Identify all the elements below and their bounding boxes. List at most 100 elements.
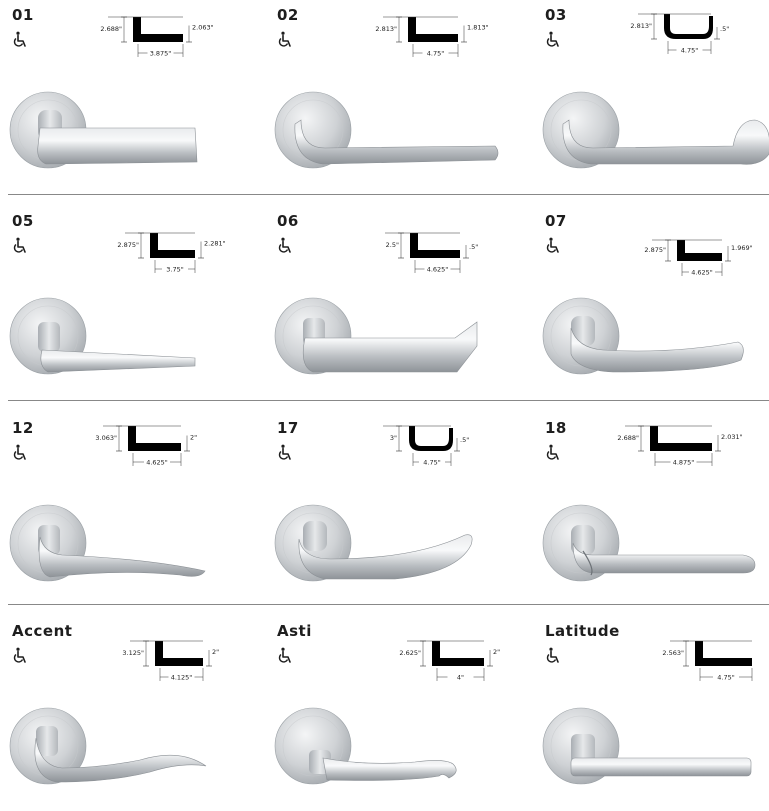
wheelchair-icon: [546, 647, 559, 663]
lever-handle-image: [542, 297, 744, 375]
wheelchair-icon: [546, 31, 559, 47]
lever-handle-image: [542, 91, 769, 169]
lever-profile-diagram: 2.5" .5" 4.625": [385, 232, 478, 274]
lever-profile-diagram: 3.125"2"4.125": [122, 640, 219, 682]
lever-handle-image: [9, 504, 206, 582]
tip-dimension: .5": [460, 436, 469, 444]
model-number: 05: [12, 212, 34, 230]
profile-shape: [408, 17, 458, 42]
wheelchair-icon: [278, 647, 291, 663]
height-dimension: 2.5": [386, 241, 399, 249]
length-dimension: 3.875": [150, 50, 172, 58]
lever-profile-diagram: 2.875" 2.281" 3.75": [117, 232, 226, 274]
tip-dimension: .5": [720, 25, 729, 33]
lever-profile-diagram: 2.625" 2" 4": [399, 640, 500, 682]
length-dimension: 4.75": [423, 459, 440, 467]
lever-handle-image: [542, 504, 756, 582]
lever-profile-diagram: 2.688" 2.063" 3.875": [100, 16, 214, 58]
height-dimension: 2.875": [117, 241, 139, 249]
lever-handle-image: [9, 707, 207, 785]
wheelchair-icon: [13, 31, 26, 47]
length-dimension: 4.75": [681, 47, 698, 55]
lever-handle-image: [9, 297, 196, 375]
model-number: 07: [545, 212, 567, 230]
product-card: 05 2.875" 2.281" 3.75": [0, 206, 256, 401]
profile-shape: [650, 426, 712, 451]
profile-shape: [677, 240, 722, 261]
profile-shape: [128, 426, 181, 451]
lever-profile-diagram: 3" .5" 4.75": [383, 425, 469, 467]
lever-profile-diagram: 2.813"1.813"4.75": [375, 16, 489, 58]
product-card: 18 2.688"2.031"4.875": [533, 413, 769, 608]
wheelchair-icon: [13, 444, 26, 460]
lever-handle-image: [274, 504, 473, 582]
profile-shape: [155, 641, 203, 666]
length-dimension: 4": [457, 674, 464, 682]
profile-shape: [432, 641, 484, 666]
product-card: Latitude 2.563" 4.75": [533, 616, 769, 811]
height-dimension: 2.875": [644, 246, 666, 254]
height-dimension: 2.813": [630, 22, 652, 30]
tip-dimension: 1.813": [467, 24, 489, 32]
wheelchair-icon: [546, 237, 559, 253]
profile-shape: [664, 14, 713, 39]
product-card: 06 2.5" .5" 4.625": [265, 206, 521, 401]
product-card: 07 2.875" 1.969" 4.625": [533, 206, 769, 401]
model-number: Accent: [12, 622, 73, 640]
product-card: Asti 2.625" 2" 4": [265, 616, 521, 811]
profile-shape: [410, 233, 460, 258]
model-number: Asti: [277, 622, 312, 640]
model-number: 06: [277, 212, 299, 230]
wheelchair-icon: [278, 31, 291, 47]
lever-handle-image: [274, 297, 478, 375]
lever-profile-diagram: 2.688"2.031"4.875": [617, 425, 743, 467]
profile-shape: [695, 641, 752, 666]
product-card: 01 2.688" 2.063" 3.875": [0, 0, 256, 195]
model-number: 01: [12, 6, 34, 24]
profile-shape: [133, 17, 183, 42]
length-dimension: 3.75": [166, 266, 183, 274]
height-dimension: 2.688": [617, 434, 639, 442]
tip-dimension: 2.281": [204, 240, 226, 248]
height-dimension: 3": [390, 434, 397, 442]
model-number: 17: [277, 419, 299, 437]
length-dimension: 4.75": [427, 50, 444, 58]
tip-dimension: 2": [190, 434, 197, 442]
lever-profile-diagram: 2.813" .5" 4.75": [630, 13, 729, 55]
product-card: 03 2.813" .5" 4.75": [533, 0, 769, 195]
model-number: 03: [545, 6, 567, 24]
tip-dimension: 2": [493, 648, 500, 656]
lever-handle-image: [274, 91, 499, 169]
wheelchair-icon: [546, 444, 559, 460]
length-dimension: 4.625": [691, 269, 713, 277]
tip-dimension: 1.969": [731, 244, 753, 252]
height-dimension: 3.125": [122, 649, 144, 657]
lever-handle-image: [542, 707, 752, 785]
model-number: Latitude: [545, 622, 620, 640]
length-dimension: 4.875": [673, 459, 695, 467]
tip-dimension: 2.063": [192, 24, 214, 32]
model-number: 12: [12, 419, 34, 437]
row-divider-1: [8, 194, 769, 195]
height-dimension: 2.563": [662, 649, 684, 657]
lever-profile-diagram: 3.063"2"4.625": [95, 425, 197, 467]
lever-handle-image: [274, 707, 457, 785]
wheelchair-icon: [13, 237, 26, 253]
height-dimension: 2.688": [100, 25, 122, 33]
lever-profile-diagram: 2.875" 1.969" 4.625": [644, 239, 753, 277]
wheelchair-icon: [13, 647, 26, 663]
product-card: 17 3" .5" 4.75": [265, 413, 521, 608]
tip-dimension: .5": [469, 243, 478, 251]
model-number: 02: [277, 6, 299, 24]
length-dimension: 4.625": [146, 459, 168, 467]
length-dimension: 4.625": [427, 266, 449, 274]
height-dimension: 2.625": [399, 649, 421, 657]
profile-shape: [150, 233, 195, 258]
lever-profile-diagram: 2.563" 4.75": [662, 640, 753, 682]
tip-dimension: 2": [212, 648, 219, 656]
length-dimension: 4.75": [717, 674, 734, 682]
model-number: 18: [545, 419, 567, 437]
